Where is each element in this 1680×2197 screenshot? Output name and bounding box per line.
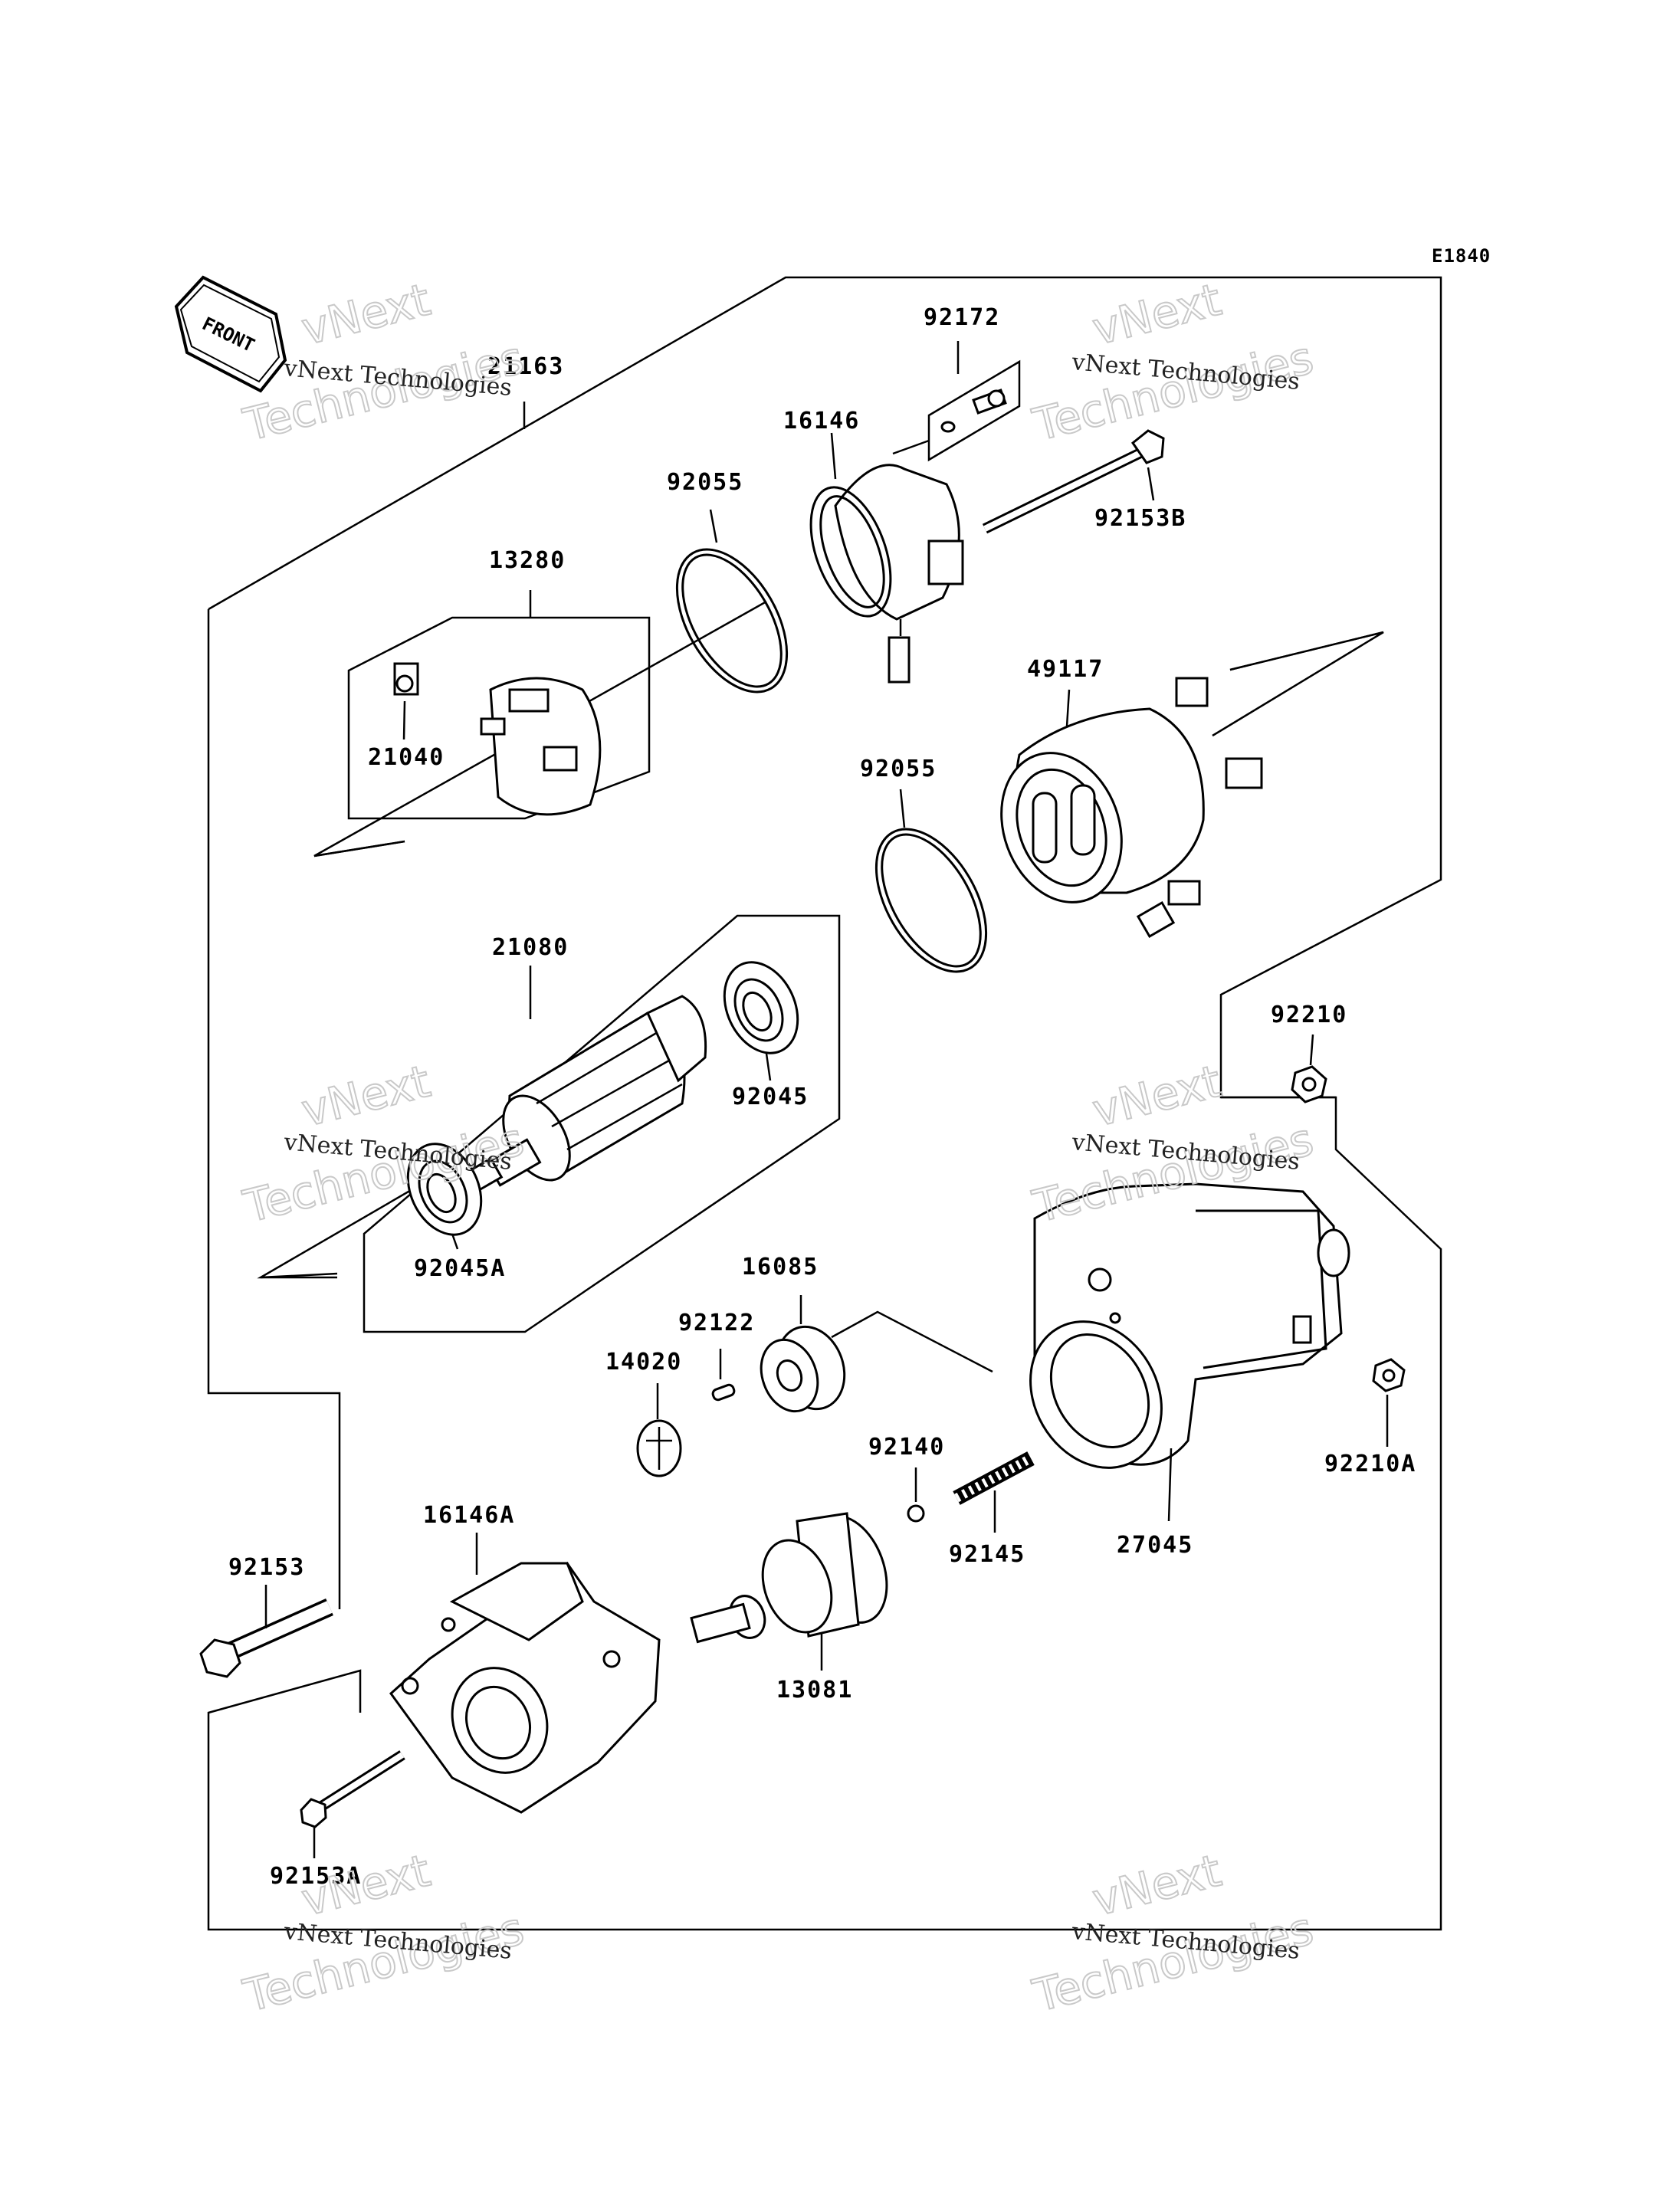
label-27045: 27045 xyxy=(1117,1532,1193,1559)
spring-92145-icon xyxy=(953,1451,1035,1505)
front-cover-16146A-icon xyxy=(389,1561,661,1814)
label-92045: 92045 xyxy=(732,1084,809,1110)
label-92045A: 92045A xyxy=(414,1255,506,1282)
ball-92140-icon xyxy=(907,1504,925,1523)
rear-cover-16146-icon xyxy=(809,464,964,684)
label-92122: 92122 xyxy=(678,1310,755,1336)
label-13081: 13081 xyxy=(776,1677,853,1703)
label-16146: 16146 xyxy=(783,408,860,434)
label-92055-lower: 92055 xyxy=(860,756,937,782)
label-16085: 16085 xyxy=(742,1254,819,1280)
nut-92210-icon xyxy=(1291,1065,1327,1103)
label-92210: 92210 xyxy=(1271,1002,1347,1028)
svg-text:vNext: vNext xyxy=(1088,1844,1226,1926)
clutch-13081-icon xyxy=(690,1512,888,1644)
bearing-92045-icon xyxy=(723,961,799,1054)
svg-text:vNext: vNext xyxy=(297,1844,435,1926)
subbox-21080 xyxy=(363,914,841,1333)
label-92153: 92153 xyxy=(228,1554,305,1581)
housing-27045-icon xyxy=(1029,1182,1350,1469)
yoke-49117-icon xyxy=(1000,677,1263,939)
subbox-92172 xyxy=(927,359,1021,462)
o-ring-92055-lower-icon xyxy=(874,828,988,973)
front-arrow-icon: FRONT xyxy=(174,275,287,393)
bolt-92153B-icon xyxy=(982,429,1165,534)
svg-text:vNext: vNext xyxy=(1088,1055,1226,1137)
svg-text:vNext: vNext xyxy=(1088,274,1226,356)
gear-16085-icon xyxy=(760,1325,846,1413)
label-21163: 21163 xyxy=(487,353,564,380)
label-21080: 21080 xyxy=(492,934,569,961)
brush-21040-icon xyxy=(393,662,419,696)
label-14020: 14020 xyxy=(605,1349,682,1376)
subbox-13280 xyxy=(347,616,651,820)
watermark-bottom-right: vNext Technologies vNext Technologies xyxy=(1027,1844,1319,2023)
label-92153A: 92153A xyxy=(270,1863,362,1890)
svg-text:vNext: vNext xyxy=(297,1055,435,1137)
screw-92172-icon xyxy=(940,389,1007,433)
retainer-14020-icon xyxy=(636,1419,682,1477)
assembly-outline xyxy=(207,276,1442,1931)
label-92210A: 92210A xyxy=(1324,1451,1416,1477)
label-13280: 13280 xyxy=(489,547,566,574)
nut-92210A-icon xyxy=(1372,1358,1406,1392)
label-92055-upper: 92055 xyxy=(667,469,743,496)
pin-92122-icon xyxy=(711,1383,736,1402)
armature-21080-icon xyxy=(462,995,707,1195)
svg-text:vNext: vNext xyxy=(297,274,435,356)
watermark-top-right: vNext Technologies vNext Technologies xyxy=(1027,273,1319,452)
bolt-92153-icon xyxy=(199,1599,333,1678)
label-16146A: 16146A xyxy=(423,1502,515,1529)
o-ring-92055-upper-icon xyxy=(675,548,789,694)
bearing-92045A-icon xyxy=(406,1143,483,1236)
label-92172: 92172 xyxy=(924,304,1000,331)
label-21040: 21040 xyxy=(368,744,445,771)
bolt-92153A-icon xyxy=(300,1750,405,1828)
diagram-code: E1840 xyxy=(1432,245,1491,267)
label-49117: 49117 xyxy=(1027,656,1104,683)
label-92153B: 92153B xyxy=(1094,505,1186,532)
brush-holder-13280-icon xyxy=(480,677,602,816)
label-92140: 92140 xyxy=(868,1434,945,1461)
label-92145: 92145 xyxy=(949,1541,1025,1568)
